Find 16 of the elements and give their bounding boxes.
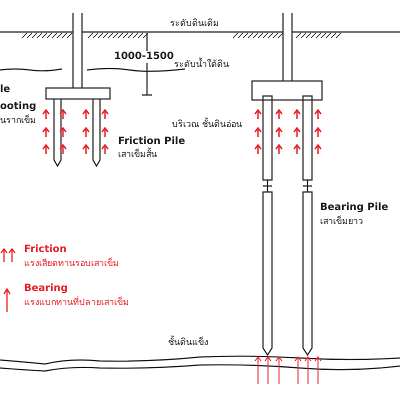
part-label: เสาเข็มสั้น <box>118 150 157 160</box>
legend-label: Friction <box>24 244 67 256</box>
level-label: ระดับดินเดิม <box>170 19 219 30</box>
part-label: ooting <box>0 101 36 112</box>
legend-label: Bearing <box>24 283 68 294</box>
part-label: le <box>0 84 10 96</box>
part-label: เสาเข็มยาว <box>320 217 363 228</box>
legend-note: แรงเสียดทานรอบเสาเข็ม <box>24 259 119 270</box>
level-label: ระดับน้ำใต้ดิน <box>174 60 229 70</box>
layer-label: ชั้นดินแข็ง <box>168 338 208 348</box>
zone-label: บริเวณ ชั้นดินอ่อน <box>172 120 242 130</box>
dimension-label: 1000-1500 <box>114 51 174 62</box>
legend-note: แรงแบกทานที่ปลายเสาเข็ม <box>24 298 129 308</box>
part-label: Bearing Pile <box>320 202 388 214</box>
part-label: Friction Pile <box>118 136 186 148</box>
part-label: นรากเข็ม <box>0 116 36 126</box>
